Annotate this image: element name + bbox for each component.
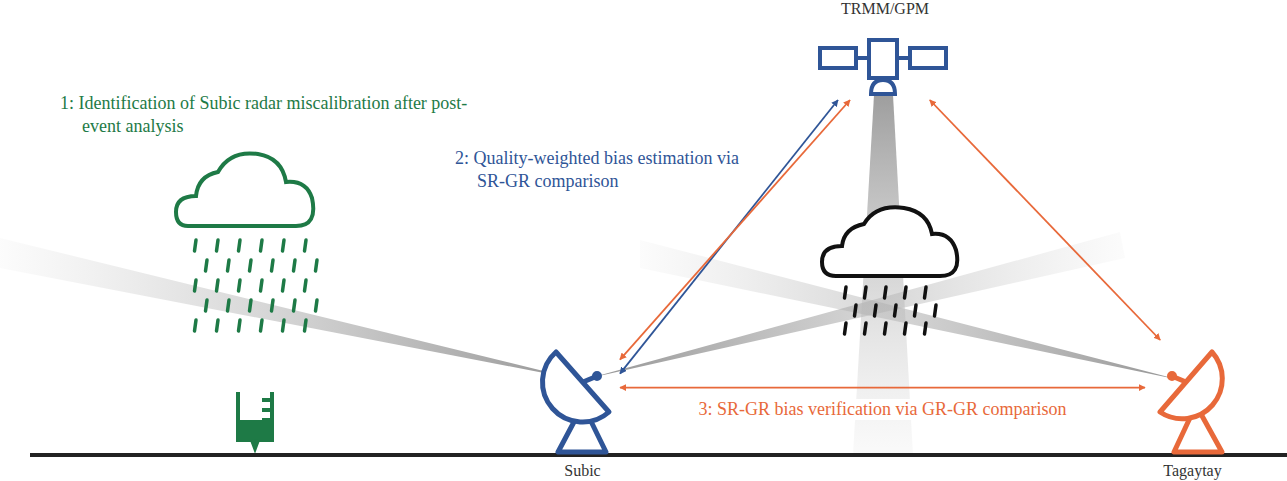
rain-drop — [845, 287, 847, 298]
rain-drop — [195, 240, 197, 251]
rain-drop — [294, 300, 296, 311]
rain-drop — [217, 240, 219, 251]
radar-symbol — [1160, 352, 1222, 452]
rain-drop — [261, 280, 263, 291]
node-label: Subic — [564, 462, 600, 480]
rain-drop — [294, 260, 296, 271]
rain-drop — [855, 305, 857, 316]
ground-line — [30, 453, 1287, 457]
rain-drop — [925, 287, 927, 298]
rain-drop — [228, 260, 230, 271]
cloud — [176, 153, 313, 226]
rain-drop — [895, 305, 897, 316]
step-note: 2: Quality-weighted bias estimation via … — [455, 147, 767, 192]
rain-drop — [935, 305, 937, 316]
rain-drop — [885, 323, 887, 334]
bias-arrow — [620, 387, 1145, 389]
rain-drop — [305, 240, 307, 251]
bias-arrow — [930, 100, 1160, 340]
rain-drop — [905, 323, 907, 334]
rain-drop — [195, 280, 197, 291]
rain-drop — [915, 305, 917, 316]
rain-drop — [261, 320, 263, 331]
rain-drop — [217, 320, 219, 331]
rain-drop — [250, 260, 252, 271]
rain-drop — [865, 323, 867, 334]
rain-drop — [217, 280, 219, 291]
step-note: 3: SR-GR bias verification via GR-GR com… — [696, 399, 1070, 420]
node-label: TRMM/GPM — [841, 0, 929, 18]
rain-drop — [272, 260, 274, 271]
rain-drop — [239, 280, 241, 291]
rain-drop — [239, 240, 241, 251]
rain-drop — [195, 320, 197, 331]
satellite-node: TRMM/GPM — [815, 0, 955, 100]
rain-drop — [228, 300, 230, 311]
rain-drop — [305, 280, 307, 291]
satellite-symbol — [820, 40, 946, 94]
rain-drop — [885, 287, 887, 298]
rain-drop — [316, 300, 318, 311]
rain-drop — [905, 287, 907, 298]
rain-drop — [283, 280, 285, 291]
rain-drop — [261, 240, 263, 251]
rain-drop — [925, 323, 927, 334]
rain-drop — [316, 260, 318, 271]
bias-arrow — [620, 100, 850, 360]
node-label: Tagaytay — [1163, 462, 1221, 480]
rain-drop — [206, 260, 208, 271]
rain-drop — [272, 300, 274, 311]
rain-drop — [250, 300, 252, 311]
rain-drop — [283, 240, 285, 251]
radar-beam — [0, 238, 580, 380]
rain-drop — [283, 320, 285, 331]
rain-drop — [845, 323, 847, 334]
radar-node: Subic — [545, 340, 620, 480]
radar-node: Tagaytay — [1145, 340, 1240, 480]
rain-drop — [206, 300, 208, 311]
rain-drop — [305, 320, 307, 331]
radar-symbol — [542, 352, 609, 452]
rain-drop — [875, 305, 877, 316]
rain-gauge — [238, 392, 272, 448]
rain-drop — [239, 320, 241, 331]
cloud — [822, 207, 957, 276]
step-note: 1: Identification of Subic radar miscali… — [60, 92, 482, 137]
rain-drop — [865, 287, 867, 298]
